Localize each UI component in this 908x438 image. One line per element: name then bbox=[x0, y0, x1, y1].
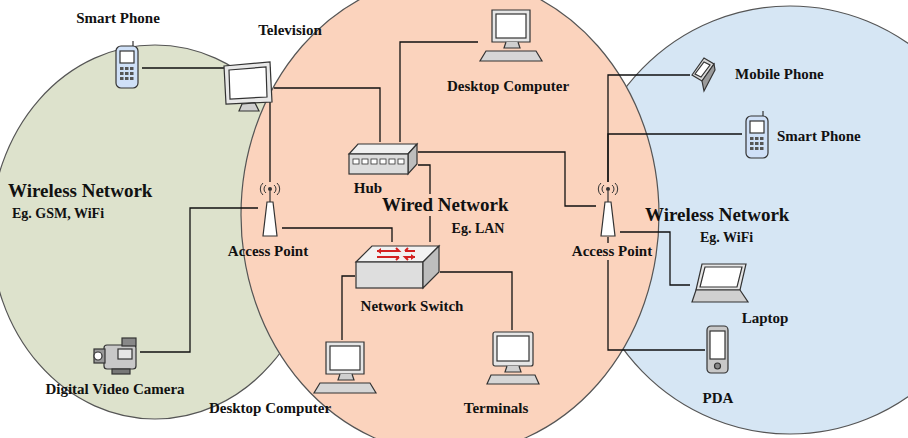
device-label: Terminals bbox=[464, 400, 528, 417]
television: Television bbox=[222, 62, 274, 112]
region-subtitle: Eg. WiFi bbox=[700, 230, 753, 246]
smart-phone: Smart Phone bbox=[112, 40, 142, 90]
region-subtitle: Eg. LAN bbox=[452, 221, 505, 237]
device-label: Desktop Computer bbox=[447, 78, 569, 95]
mobile-phone-icon bbox=[690, 55, 716, 95]
device-label: Access Point bbox=[570, 243, 654, 260]
smart-phone-icon bbox=[742, 110, 772, 158]
pda-icon bbox=[705, 325, 730, 375]
device-label: Smart Phone bbox=[777, 128, 861, 145]
region-subtitle: Eg. GSM, WiFi bbox=[12, 206, 104, 222]
access-point-icon bbox=[596, 182, 620, 237]
video-camera-icon bbox=[92, 335, 140, 375]
region-ellipse bbox=[241, 0, 659, 438]
smart-phone-icon bbox=[112, 40, 142, 90]
desktop-computer-icon bbox=[312, 340, 379, 395]
network-link bbox=[342, 276, 355, 340]
access-point-icon bbox=[258, 182, 282, 237]
device-label: Smart Phone bbox=[76, 10, 160, 27]
region-outline bbox=[240, 0, 660, 438]
access-point: Access Point bbox=[258, 182, 282, 237]
network-link bbox=[608, 75, 690, 182]
device-label: Laptop bbox=[742, 310, 789, 327]
region-title: Wireless Network bbox=[8, 180, 152, 202]
device-label: PDA bbox=[703, 390, 734, 407]
device-label: Digital Video Camera bbox=[45, 381, 184, 398]
access-point: Access Point bbox=[596, 182, 620, 237]
mobile-phone: Mobile Phone bbox=[690, 55, 716, 95]
network-switch-icon bbox=[355, 242, 440, 290]
device-label: Access Point bbox=[228, 243, 308, 260]
device-label: Desktop Computer bbox=[209, 400, 331, 417]
device-label: Mobile Phone bbox=[735, 66, 824, 83]
network-link bbox=[142, 68, 270, 182]
terminal: Terminals bbox=[485, 330, 540, 387]
region-title: Wired Network bbox=[380, 194, 510, 216]
device-label: Television bbox=[258, 22, 322, 39]
terminal-icon bbox=[485, 330, 540, 387]
smart-phone: Smart Phone bbox=[742, 110, 772, 158]
hub-icon bbox=[348, 142, 418, 175]
wireless-region: Wireless NetworkEg. WiFi Mobile PhoneSmar… bbox=[580, 5, 908, 435]
device-label: Network Switch bbox=[361, 298, 464, 315]
wired-region: Wired NetworkEg. LANTelevisionDesktop Co… bbox=[240, 0, 660, 438]
video-camera: Digital Video Camera bbox=[92, 335, 140, 375]
region-title: Wireless Network bbox=[645, 204, 789, 226]
television-icon bbox=[222, 62, 274, 112]
laptop-icon bbox=[690, 262, 750, 305]
network-link bbox=[274, 88, 380, 142]
region-ellipse bbox=[581, 6, 908, 434]
laptop: Laptop bbox=[690, 262, 750, 305]
desktop-computer-icon bbox=[478, 8, 545, 72]
hub: Hub bbox=[348, 142, 418, 175]
network-switch: Network Switch bbox=[355, 242, 440, 290]
desktop-computer: Desktop Computer bbox=[312, 340, 379, 395]
pda: PDA bbox=[705, 325, 730, 375]
region-ellipse bbox=[0, 45, 319, 419]
network-link bbox=[608, 134, 742, 182]
network-link bbox=[282, 228, 392, 242]
network-link bbox=[140, 208, 258, 352]
desktop-computer: Desktop Computer bbox=[478, 8, 545, 72]
device-label: Hub bbox=[354, 180, 382, 197]
